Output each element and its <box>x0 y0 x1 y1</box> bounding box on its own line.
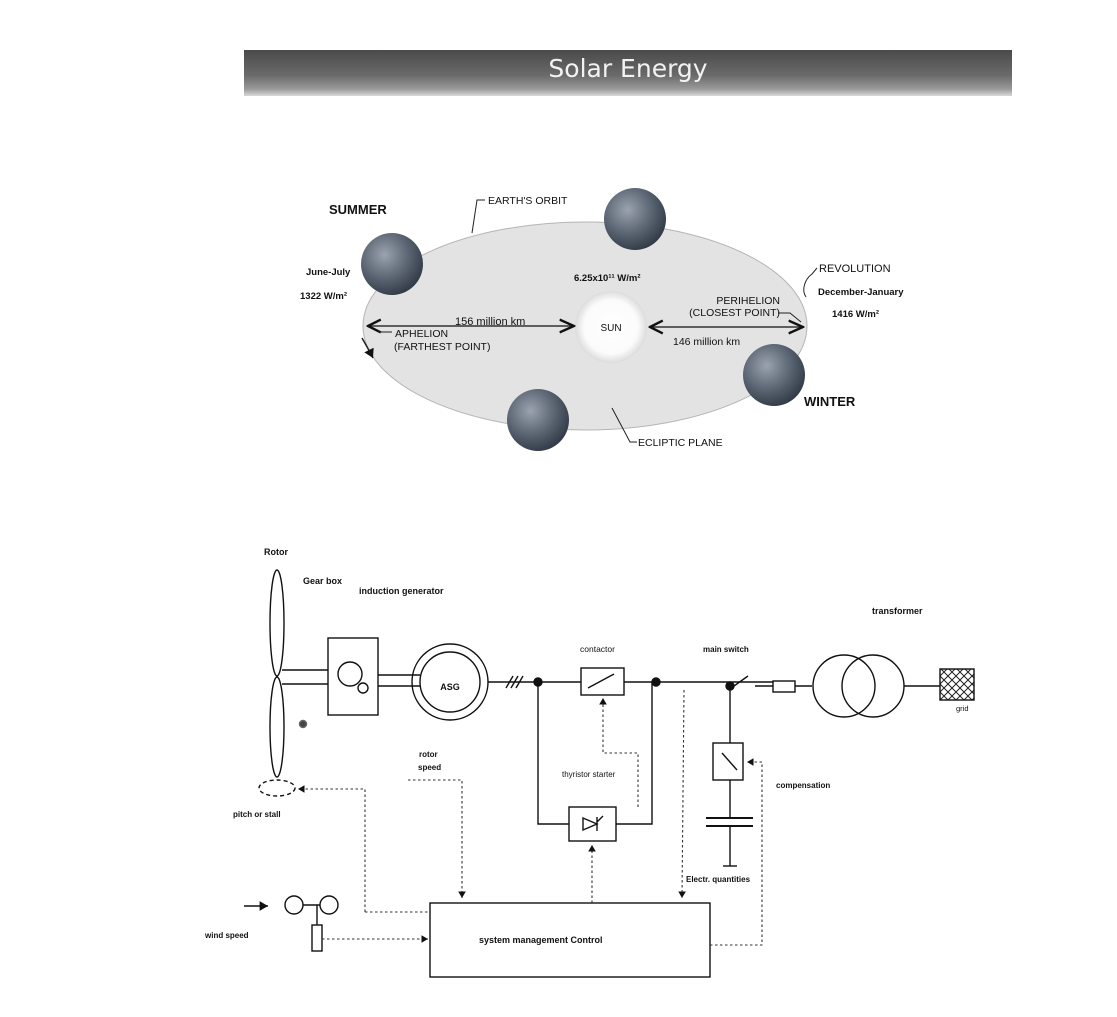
contactor-label: contactor <box>580 644 615 654</box>
rotor-speed-signal <box>408 779 466 898</box>
induction-generator-label: induction generator <box>359 586 444 596</box>
wind-turbine-diagram <box>244 569 975 978</box>
winter-flux-label: 1416 W/m² <box>832 309 879 320</box>
anemometer-cup-left <box>284 895 304 915</box>
grid-icon <box>939 668 975 701</box>
contactor-switch-icon <box>587 673 615 689</box>
sun-flux-label: 6.25x10¹¹ W/m² <box>574 273 641 284</box>
perihelion-label: PERIHELION <box>716 295 780 307</box>
compensation-label: compensation <box>776 781 830 790</box>
wind-speed-label: wind speed <box>204 931 249 940</box>
perihelion-leader <box>778 312 802 323</box>
pitch-control-signal <box>298 785 366 912</box>
thyristor-icon <box>582 815 604 832</box>
induction-generator-inner <box>419 651 481 713</box>
gear-box <box>327 637 379 716</box>
system-management-box <box>429 902 711 978</box>
fuse-icon <box>772 680 796 693</box>
gear-small-icon <box>357 682 369 694</box>
earth-summer-icon <box>361 233 423 295</box>
transformer-coil-1 <box>812 654 876 718</box>
system-management-label: system management Control <box>479 935 603 945</box>
earths-orbit-leader <box>471 199 485 234</box>
thyristor-starter-box <box>568 806 617 842</box>
rotor-label: Rotor <box>264 547 288 557</box>
aphelion-label: APHELION <box>395 328 448 340</box>
ecliptic-plane-label: ECLIPTIC PLANE <box>638 437 723 449</box>
transformer-label: transformer <box>872 606 923 616</box>
revolution-arrow-icon <box>361 337 374 359</box>
compensation-switch-icon <box>721 752 738 771</box>
pitch-or-stall-label: pitch or stall <box>233 810 281 819</box>
earth-winter-icon <box>743 344 805 406</box>
bus-node-2 <box>651 677 661 687</box>
aphelion-sub-label: (FARTHEST POINT) <box>394 341 490 353</box>
rotor-speed-label-1: rotor <box>419 750 438 759</box>
aphelion-distance-label: 156 million km <box>455 316 525 328</box>
electr-quantities-label: Electr. quantities <box>686 875 751 884</box>
orbit-diagram: SUN SUMMER EARTH'S ORBIT June-July 1322 … <box>300 188 904 451</box>
compensation-control-signal <box>710 758 763 946</box>
thyristor-starter-label: thyristor starter <box>562 770 616 779</box>
revolution-leader <box>803 267 818 298</box>
dec-jan-label: December-January <box>818 287 904 298</box>
thyristor-branch-left <box>537 682 569 825</box>
revolution-label: REVOLUTION <box>819 263 891 275</box>
rotor-speed-label-2: speed <box>418 763 441 772</box>
gear-big-icon <box>337 661 363 687</box>
contactor-box <box>580 667 625 696</box>
earths-orbit-label: EARTH'S ORBIT <box>488 195 568 207</box>
june-july-label: June-July <box>306 267 351 278</box>
thyristor-branch-right <box>616 682 653 825</box>
summer-label: SUMMER <box>329 202 387 217</box>
title-bar: Solar Energy <box>244 50 1012 96</box>
earth-top-icon <box>604 188 666 250</box>
perihelion-sub-label: (CLOSEST POINT) <box>689 307 780 319</box>
anemometer-cup-right <box>319 895 339 915</box>
main-switch-label: main switch <box>703 645 749 654</box>
control-signal-lines <box>298 689 763 946</box>
transformer-coil-2 <box>841 654 905 718</box>
electr-quantities-signal <box>678 689 686 899</box>
rotor-blade-top <box>269 569 285 677</box>
pitch-stall-ellipse <box>258 779 296 797</box>
compensation-switch-box <box>712 742 744 781</box>
perihelion-distance-label: 146 million km <box>673 336 740 348</box>
summer-flux-label: 1322 W/m² <box>300 291 347 302</box>
sun-shape <box>575 291 647 363</box>
contactor-control-signal <box>599 698 639 807</box>
gear-box-label: Gear box <box>303 576 342 586</box>
page-title: Solar Energy <box>548 54 708 83</box>
main-switch-icon <box>733 675 749 687</box>
sun-label: SUN <box>600 323 621 334</box>
asg-label: ASG <box>440 682 460 692</box>
ecliptic-leader <box>611 407 637 443</box>
grid-label: grid <box>956 704 969 713</box>
winter-label: WINTER <box>804 394 856 409</box>
rotor-blade-bottom <box>269 676 285 778</box>
earth-bottom-icon <box>507 389 569 451</box>
anemometer-sensor <box>311 924 323 952</box>
wind-labels: Rotor Gear box induction generator trans… <box>204 547 969 945</box>
rotor-hub-dot <box>298 719 308 729</box>
